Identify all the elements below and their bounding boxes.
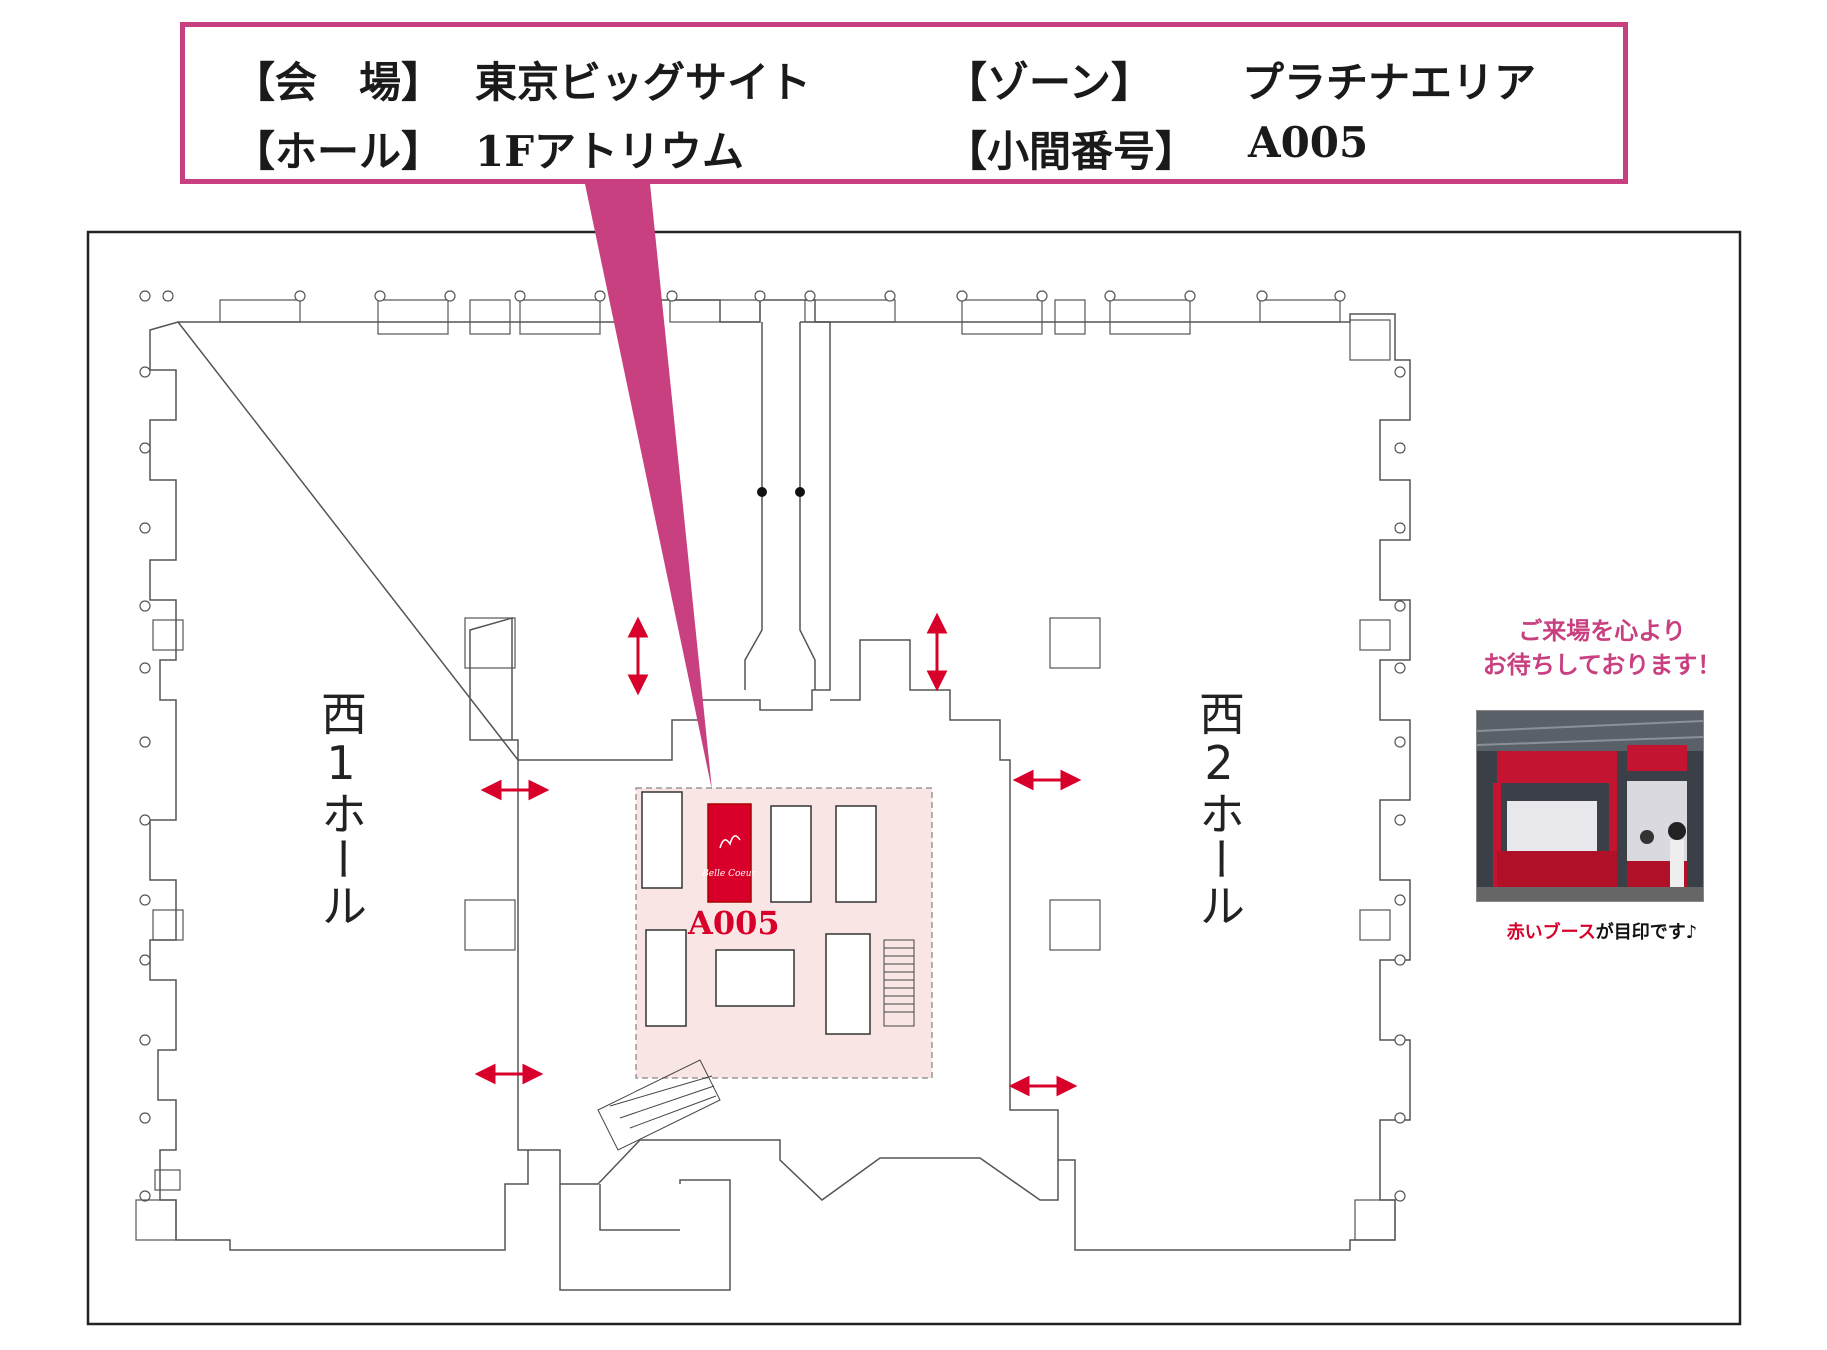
welcome-message: ご来場を心より お待ちしております！ [1452,614,1752,682]
welcome-line1: ご来場を心より [1518,616,1686,645]
caption-rest-text: が目印です♪ [1595,922,1698,943]
hall-west2-label: 西2ホール [1192,690,1246,928]
booth-photo [1476,710,1704,902]
booth-a005 [707,803,752,903]
callout-pointer [585,184,712,790]
venue-label: 【会 場】 [233,58,444,107]
booth-info-box: 【会 場】 東京ビッグサイト 【ゾーン】 プラチナエリア 【ホール】 1Fアトリ… [180,22,1628,184]
venue-value: 東京ビッグサイト [475,58,812,107]
atrium-booths [641,791,877,1035]
stairs [597,939,915,1151]
welcome-line2: お待ちしております！ [1482,650,1722,679]
booth-number-label: 【小間番号】 [945,127,1198,176]
hall-value: 1Fアトリウム [475,127,745,176]
wall-columns [139,290,1406,1202]
booth-marker-label: A005 [688,904,780,942]
hall-west1-label: 西1ホール [314,690,368,928]
hall-west2-outline [800,313,1411,1251]
top-wall-rooms [219,299,1341,335]
hall-label: 【ホール】 [233,127,444,176]
direction-arrows [474,612,1082,1097]
map-frame [86,230,1742,1326]
zone-value: プラチナエリア [1242,58,1537,107]
lobby-lower [559,1179,731,1291]
central-corridor [744,322,816,690]
corner-rooms [135,319,1396,1241]
caption-red-text: 赤いブース [1506,922,1596,943]
booth-logo: Belle Coeur [701,869,756,879]
booth-number-value: A005 [1248,118,1369,167]
zone-label: 【ゾーン】 [945,58,1153,107]
booth-caption: 赤いブースが目印です♪ [1452,918,1752,944]
